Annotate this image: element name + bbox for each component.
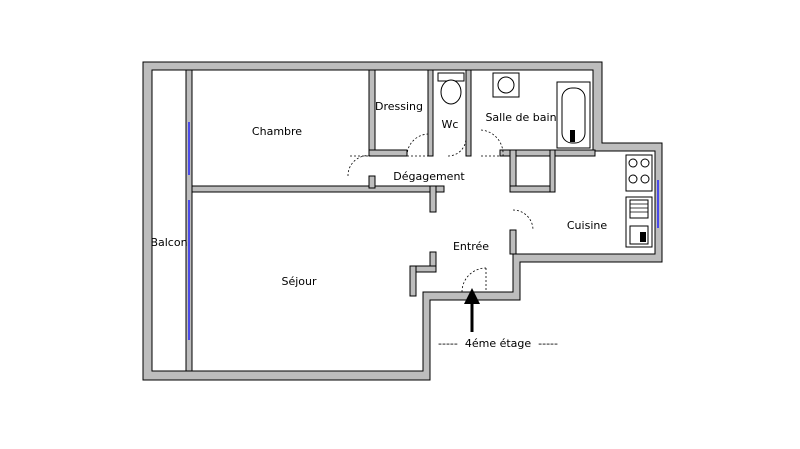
label-salle-de-bain: Salle de bain (485, 111, 556, 124)
cuisine-closet-right-wall (549, 149, 556, 193)
door-entree (461, 267, 487, 293)
chambre-right-wall-lower (368, 175, 376, 189)
floor-label: ----- 4éme étage ----- (438, 337, 558, 350)
sdb-bottom-wall (499, 149, 596, 157)
dressing-wc-wall (427, 69, 434, 157)
bathtub-icon (556, 81, 591, 149)
door-chambre (347, 155, 373, 177)
wc-sdb-wall (465, 69, 472, 157)
label-degagement: Dégagement (393, 170, 465, 183)
door-wc (447, 137, 467, 157)
chambre-right-wall (368, 69, 376, 157)
door-sdb (480, 129, 504, 157)
stove-icon (625, 154, 653, 192)
sejour-corner (409, 265, 417, 297)
door-cuisine (512, 209, 534, 231)
sink-icon (492, 72, 520, 98)
label-entree: Entrée (453, 240, 489, 253)
toilet-icon (437, 72, 465, 105)
label-dressing: Dressing (375, 100, 423, 113)
cuisine-left-wall (509, 229, 517, 255)
dressing-bottom-wall (368, 149, 408, 157)
label-balcon: Balcon (150, 236, 187, 249)
entry-arrow-icon (464, 288, 480, 332)
label-chambre: Chambre (252, 125, 302, 138)
label-cuisine: Cuisine (567, 219, 607, 232)
kitchen-sink-icon (625, 196, 653, 248)
cuisine-top-wall (509, 149, 517, 191)
door-dressing (406, 133, 429, 157)
chambre-sejour-wall (191, 185, 445, 193)
label-wc: Wc (442, 118, 459, 131)
label-sejour: Séjour (281, 275, 317, 288)
sejour-stub-top (429, 185, 437, 213)
cuisine-closet-wall (509, 185, 555, 193)
